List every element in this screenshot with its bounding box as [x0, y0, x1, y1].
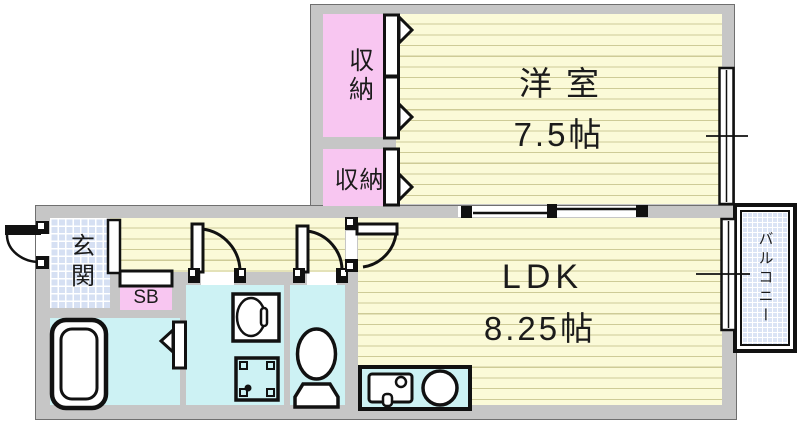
hall-pillar-icon — [106, 218, 122, 275]
bathtub-icon — [49, 317, 109, 411]
toilet-icon — [293, 327, 340, 409]
western-room-label: 洋室 7.5帖 — [396, 14, 722, 204]
ldk-size: 8.25帖 — [483, 309, 597, 347]
shoe-box-counter-icon — [118, 269, 174, 288]
bathroom-door-icon — [158, 320, 187, 370]
closet-large-label: 収納 — [345, 46, 374, 105]
ldk-name: LDK — [501, 258, 584, 297]
window-balcony-icon — [696, 217, 750, 332]
sliding-door-icon — [458, 204, 648, 218]
entrance-label-wrap: 玄関 — [50, 218, 110, 308]
shoe-box-floor — [120, 286, 172, 310]
vanity-sink-icon — [231, 292, 281, 343]
washing-machine-pan-icon — [234, 356, 280, 402]
shoe-box-label: SB — [133, 287, 159, 308]
closet-small-label-wrap: 収納 — [323, 149, 396, 206]
entrance-label: 玄関 — [66, 233, 94, 293]
shoe-box-label-wrap: SB — [120, 286, 172, 310]
western-room-name: 洋室 — [519, 64, 613, 102]
western-room-size: 7.5帖 — [513, 115, 605, 153]
kitchen-counter-icon — [358, 365, 472, 411]
balcony-floor: バルコニー — [740, 210, 790, 346]
entrance-floor — [50, 218, 110, 308]
balcony-label: バルコニー — [756, 230, 774, 326]
closet-small-label: 収納 — [334, 167, 385, 194]
western-room-floor — [396, 14, 722, 204]
washroom-door-icon — [188, 222, 246, 285]
closet-large-label-wrap: 収納 — [323, 14, 396, 137]
closet-door-panels-icon — [383, 13, 415, 207]
ldk-door-icon — [345, 217, 399, 272]
stove-burner-icon — [421, 369, 459, 407]
toilet-door-icon — [293, 224, 348, 285]
entrance-door-icon — [5, 221, 50, 269]
ldk-label: LDK 8.25帖 — [358, 218, 722, 388]
window-western-room-icon — [706, 66, 748, 206]
